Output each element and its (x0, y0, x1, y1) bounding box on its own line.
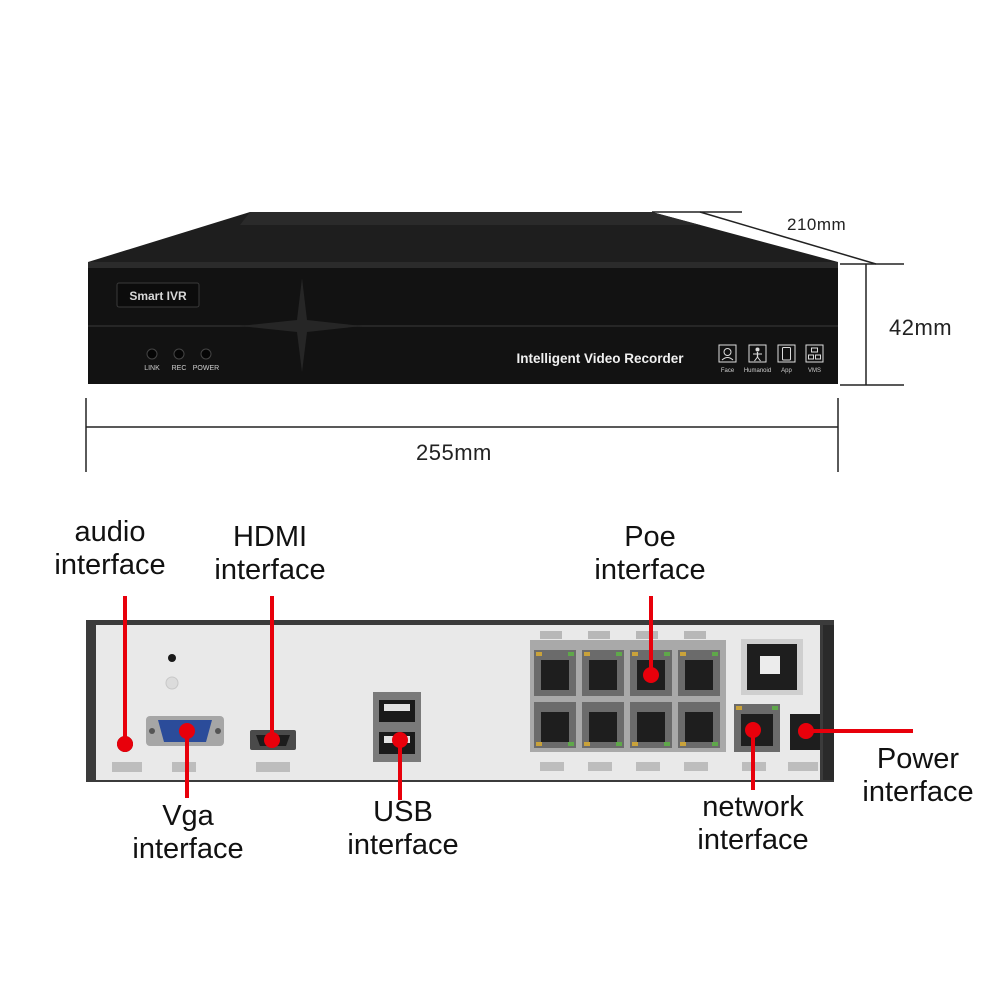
recorder-rear-view (86, 620, 834, 782)
smart-ivr-badge-text: Smart IVR (129, 289, 187, 303)
face-icon (718, 344, 737, 363)
depth-dimension-lines (652, 211, 877, 265)
width-dimension-lines (85, 398, 839, 472)
audio-interface-label: audio interface (40, 516, 180, 582)
power-label-line2: interface (862, 776, 974, 808)
power-callout-dot (798, 723, 814, 739)
feature-label-humanoid: Humanoid (744, 368, 771, 374)
vga-port-label-plate (172, 762, 196, 772)
audio-callout-dot (117, 736, 133, 752)
indicator-label-link: LINK (144, 365, 160, 372)
feature-label-face: Face (721, 368, 735, 374)
hdmi-callout-dot (264, 732, 280, 748)
height-dimension-label: 42mm (889, 315, 953, 340)
recorder-front-face (88, 262, 838, 384)
hdmi-interface-label: HDMI interface (200, 521, 340, 587)
audio-label-line1: audio (74, 516, 146, 548)
indicator-label-power: POWER (193, 365, 219, 372)
poe-port-block (530, 631, 726, 771)
width-dimension-label: 255mm (416, 440, 492, 465)
humanoid-icon (748, 344, 767, 363)
feature-label-vms: VMS (808, 368, 821, 374)
product-text: Intelligent Video Recorder (516, 351, 684, 366)
front-star-decoration (240, 278, 362, 372)
smart-ivr-badge (116, 282, 200, 308)
recorder-front-view: Smart IVR LINK REC POWER Intelligent Vid… (85, 211, 904, 472)
power-label-line1: Power (876, 743, 960, 775)
poe-interface-label: Poe interface (580, 521, 720, 587)
power-jack-label-plate (788, 762, 818, 771)
audio-label-line2: interface (54, 549, 166, 581)
power-switch (741, 639, 803, 695)
audio-port-label-plate (112, 762, 142, 772)
poe-label-line1: Poe (624, 521, 676, 553)
vga-interface-label: Vga interface (118, 800, 258, 866)
vga-label-line1: Vga (162, 800, 214, 832)
link-indicator (146, 348, 158, 360)
ground-hole (168, 654, 176, 662)
vga-label-line2: interface (132, 833, 244, 865)
network-callout-dot (745, 722, 761, 738)
indicator-label-rec: REC (172, 365, 187, 372)
vga-callout-dot (179, 723, 195, 739)
depth-dimension-label: 210mm (787, 215, 847, 234)
usb-label-line2: interface (347, 829, 459, 861)
feature-label-app: App (781, 368, 792, 374)
power-interface-label: Power interface (848, 743, 988, 809)
power-indicator (200, 348, 212, 360)
network-interface-label: network interface (683, 791, 823, 857)
usb-label-line1: USB (373, 796, 433, 828)
poe-label-line2: interface (594, 554, 706, 586)
rec-indicator (173, 348, 185, 360)
ground-screw (165, 676, 179, 690)
vms-icon (805, 344, 824, 363)
usb-callout-dot (392, 732, 408, 748)
app-icon (777, 344, 796, 363)
hdmi-label-line1: HDMI (232, 521, 308, 553)
hdmi-port-label-plate (256, 762, 290, 772)
height-dimension-lines (840, 263, 904, 386)
poe-callout-dot (643, 667, 659, 683)
network-label-line1: network (702, 791, 804, 823)
usb-interface-label: USB interface (333, 796, 473, 862)
hdmi-label-line2: interface (214, 554, 326, 586)
network-label-line2: interface (697, 824, 809, 856)
